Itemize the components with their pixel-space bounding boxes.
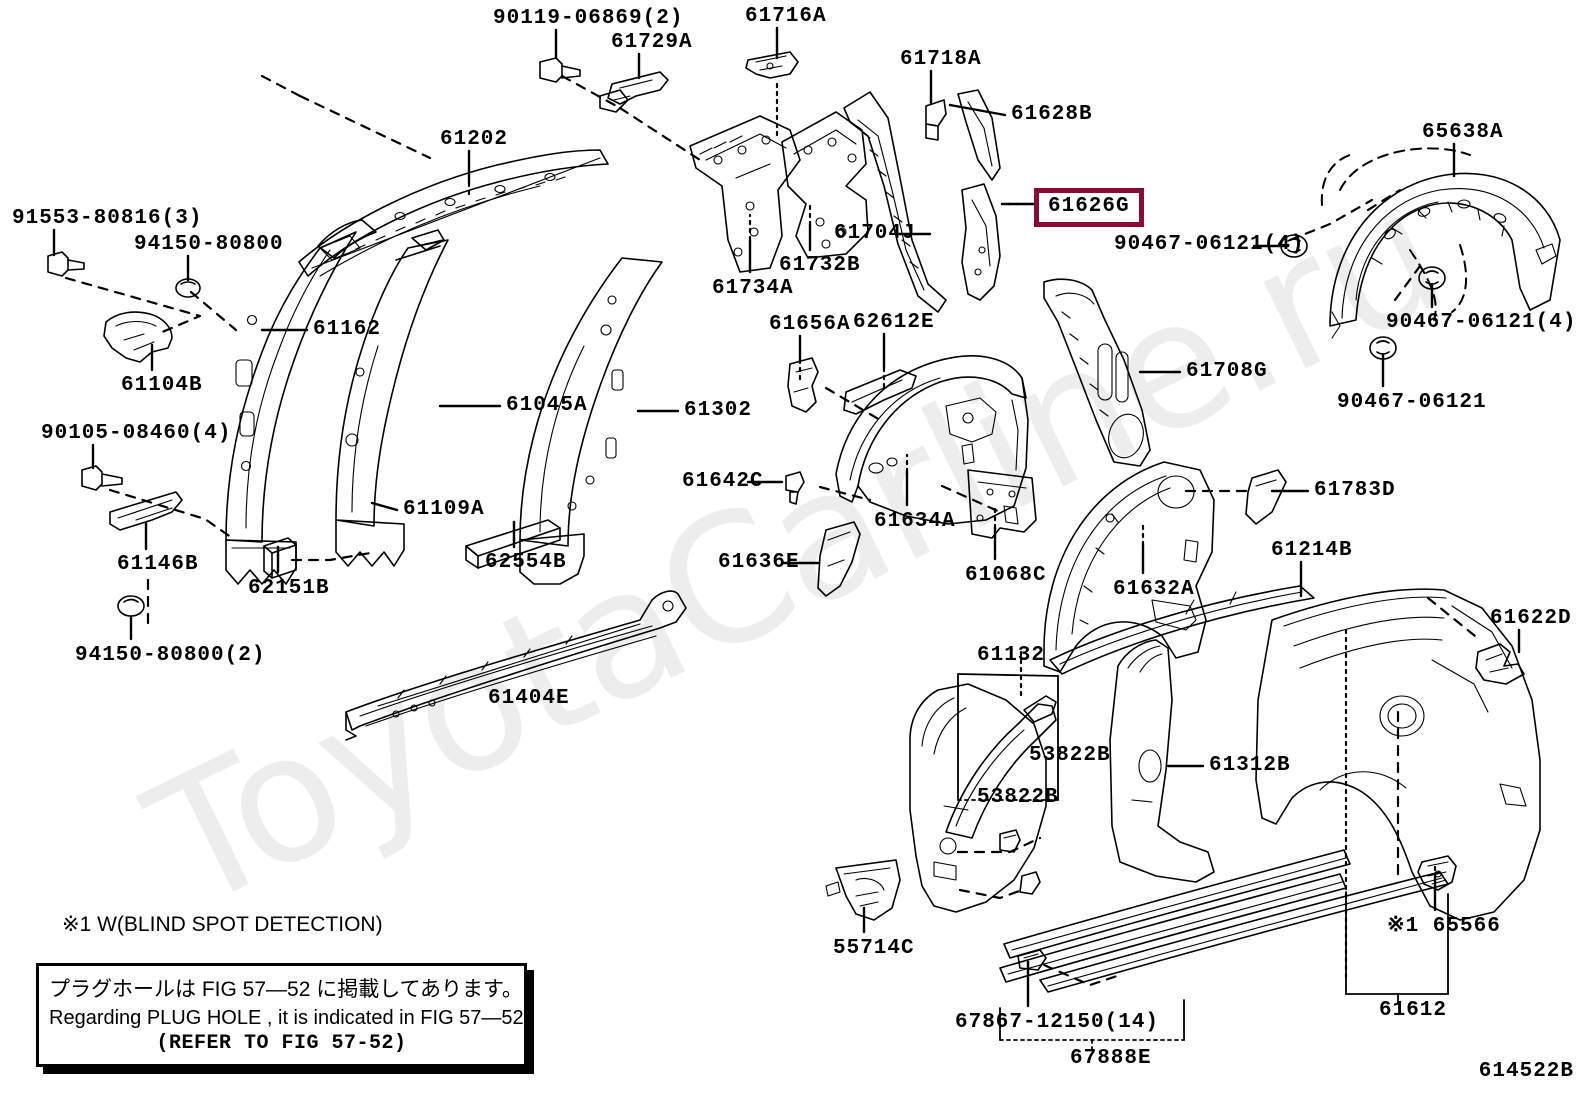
plug-hole-note-ja: プラグホールは FIG 57—52 に掲載してあります。 bbox=[49, 978, 523, 1001]
highlighted-part-number[interactable]: 61626G bbox=[1034, 188, 1144, 227]
part-label-61622d[interactable]: 61622D bbox=[1490, 607, 1572, 630]
part-label-90467-06121-4[interactable]: 90467-06121(4) bbox=[1114, 233, 1305, 256]
part-label-61642c[interactable]: 61642C bbox=[682, 470, 764, 493]
part-label-61214b[interactable]: 61214B bbox=[1271, 539, 1353, 562]
part-label-61734a[interactable]: 61734A bbox=[712, 277, 794, 300]
part-label-61068c[interactable]: 61068C bbox=[965, 564, 1047, 587]
part-label-94150-80800-2[interactable]: 94150-80800(2) bbox=[75, 644, 266, 667]
figure-number: 614522B bbox=[1478, 1060, 1574, 1083]
part-label-61636e[interactable]: 61636E bbox=[718, 551, 800, 574]
part-label-62612e[interactable]: 62612E bbox=[853, 311, 935, 334]
part-label-91553-80816-3[interactable]: 91553-80816(3) bbox=[12, 207, 203, 230]
part-label-1-65566[interactable]: ※1 65566 bbox=[1387, 915, 1501, 938]
part-label-61312b[interactable]: 61312B bbox=[1209, 754, 1291, 777]
part-label-67888e[interactable]: 67888E bbox=[1070, 1047, 1152, 1070]
part-label-61104b[interactable]: 61104B bbox=[121, 374, 203, 397]
part-label-61656a[interactable]: 61656A bbox=[769, 313, 851, 336]
blind-spot-note: ※1 W(BLIND SPOT DETECTION) bbox=[62, 913, 383, 936]
part-label-61045a[interactable]: 61045A bbox=[506, 394, 588, 417]
plug-hole-note-ref: (REFER TO FIG 57-52) bbox=[156, 1032, 407, 1055]
plug-hole-note-en: Regarding PLUG HOLE , it is indicated in… bbox=[49, 1007, 524, 1029]
part-label-62554b[interactable]: 62554B bbox=[485, 551, 567, 574]
part-label-61718a[interactable]: 61718A bbox=[900, 48, 982, 71]
part-label-61302[interactable]: 61302 bbox=[684, 399, 753, 422]
part-label-61634a[interactable]: 61634A bbox=[874, 510, 956, 533]
part-label-90119-06869-2[interactable]: 90119-06869(2) bbox=[493, 7, 684, 30]
part-label-61708g[interactable]: 61708G bbox=[1186, 360, 1268, 383]
part-label-61146b[interactable]: 61146B bbox=[117, 553, 199, 576]
part-label-61404e[interactable]: 61404E bbox=[488, 687, 570, 710]
part-label-53822b[interactable]: 53822B bbox=[1029, 744, 1111, 767]
part-label-55714c[interactable]: 55714C bbox=[833, 937, 915, 960]
part-label-53822b[interactable]: 53822B bbox=[977, 786, 1059, 809]
part-label-61612[interactable]: 61612 bbox=[1379, 999, 1448, 1022]
part-label-61704j[interactable]: 61704J bbox=[834, 222, 916, 245]
part-label-67867-12150-14[interactable]: 67867-12150(14) bbox=[955, 1011, 1160, 1034]
part-label-61162[interactable]: 61162 bbox=[313, 318, 382, 341]
part-label-90467-06121[interactable]: 90467-06121 bbox=[1337, 391, 1487, 414]
part-label-61632a[interactable]: 61632A bbox=[1113, 578, 1195, 601]
part-label-61202[interactable]: 61202 bbox=[440, 128, 509, 151]
plug-hole-note-box: プラグホールは FIG 57—52 に掲載してあります。 Regarding P… bbox=[36, 963, 527, 1067]
part-label-65638a[interactable]: 65638A bbox=[1422, 121, 1504, 144]
part-label-61628b[interactable]: 61628B bbox=[1011, 103, 1093, 126]
part-label-90105-08460-4[interactable]: 90105-08460(4) bbox=[41, 422, 232, 445]
part-label-90467-06121-4[interactable]: 90467-06121(4) bbox=[1386, 311, 1577, 334]
part-label-94150-80800[interactable]: 94150-80800 bbox=[134, 233, 284, 256]
part-label-61109a[interactable]: 61109A bbox=[403, 498, 485, 521]
part-label-61132[interactable]: 61132 bbox=[977, 644, 1046, 667]
part-label-62151b[interactable]: 62151B bbox=[248, 577, 330, 600]
part-label-61729a[interactable]: 61729A bbox=[611, 31, 693, 54]
part-label-61716a[interactable]: 61716A bbox=[745, 5, 827, 28]
part-label-61783d[interactable]: 61783D bbox=[1314, 479, 1396, 502]
part-label-61732b[interactable]: 61732B bbox=[779, 254, 861, 277]
